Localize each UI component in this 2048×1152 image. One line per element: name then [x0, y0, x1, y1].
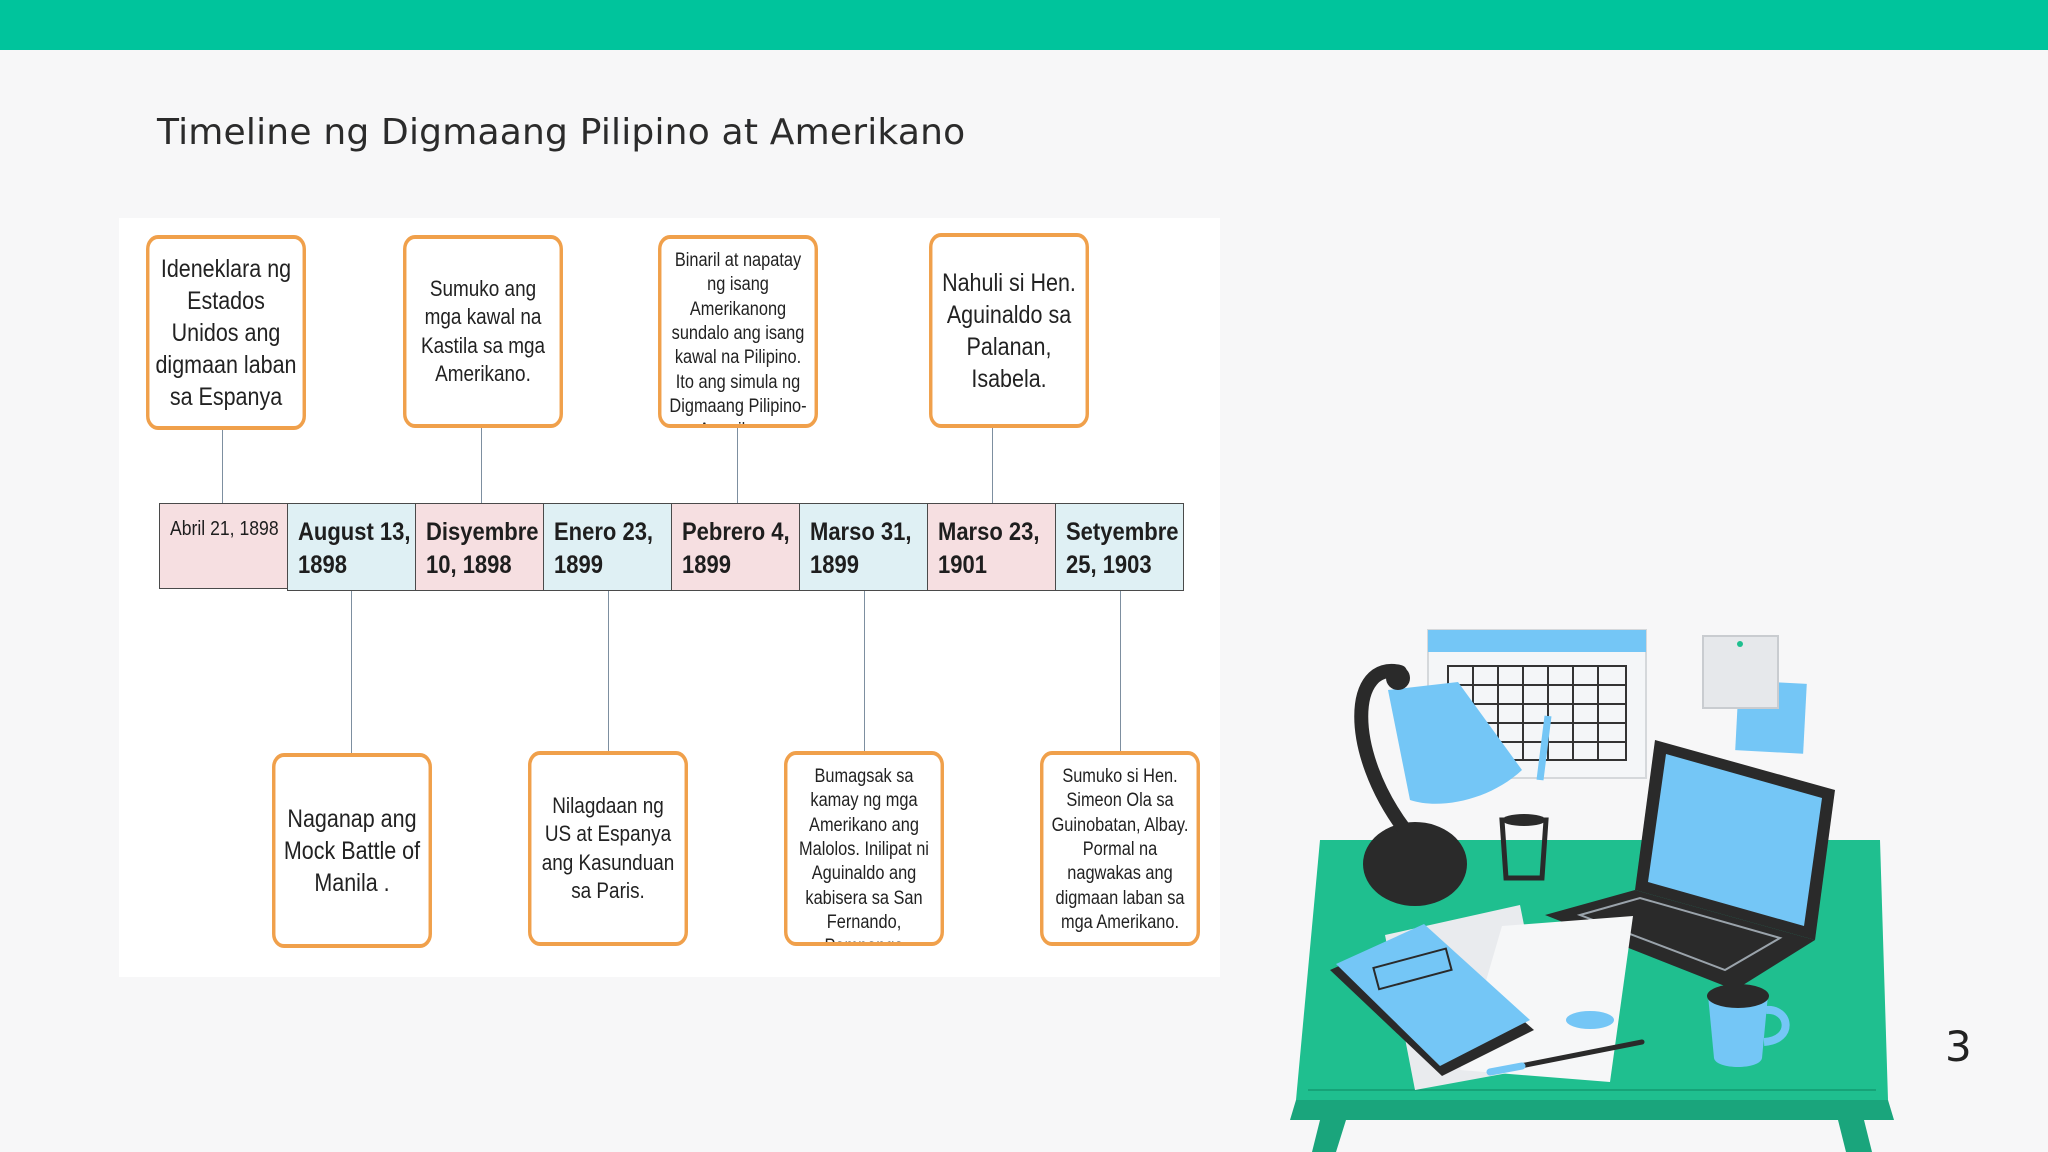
date-cell-6-line2: 1899: [810, 551, 859, 579]
event-text-2: Naganap ang Mock Battle of Manila .: [283, 804, 421, 897]
top-accent-bar: [0, 0, 2048, 50]
date-cell-4-line1: Enero 23,: [554, 518, 654, 546]
date-cell-2-line1: August 13,: [298, 518, 411, 546]
event-text-8: Sumuko si Hen. Simeon Ola sa Guinobatan,…: [1051, 766, 1189, 933]
date-cell-4-line2: 1899: [554, 551, 603, 579]
connector-3: [481, 428, 482, 503]
event-box-5: Binaril at napatay ng isang Amerikanong …: [658, 235, 818, 428]
connector-1: [222, 428, 223, 503]
date-cell-5: Pebrero 4, 1899: [671, 503, 800, 591]
date-cell-3-line2: 10, 1898: [426, 551, 512, 579]
event-box-7: Nahuli si Hen. Aguinaldo sa Palanan, Isa…: [929, 233, 1089, 428]
event-text-1: Ideneklara ng Estados Unidos ang digmaan…: [155, 254, 297, 411]
date-cell-6: Marso 31, 1899: [799, 503, 928, 591]
date-cell-8-line2: 25, 1903: [1066, 551, 1152, 579]
event-box-2: Naganap ang Mock Battle of Manila .: [272, 753, 432, 948]
event-text-7: Nahuli si Hen. Aguinaldo sa Palanan, Isa…: [942, 268, 1076, 393]
connector-5: [737, 428, 738, 503]
event-text-5: Binaril at napatay ng isang Amerikanong …: [669, 250, 807, 424]
date-cell-6-line1: Marso 31,: [810, 518, 912, 546]
timeline-diagram: Ideneklara ng Estados Unidos ang digmaan…: [119, 218, 1220, 977]
connector-6: [864, 591, 865, 753]
connector-7: [992, 428, 993, 503]
date-cell-2-line2: 1898: [298, 551, 347, 579]
date-cell-3: Disyembre 10, 1898: [415, 503, 544, 591]
event-box-1: Ideneklara ng Estados Unidos ang digmaan…: [146, 235, 306, 430]
date-cell-1: Abril 21, 1898: [159, 503, 288, 589]
desk-lamp-icon: [1354, 663, 1522, 906]
date-cell-7: Marso 23, 1901: [927, 503, 1056, 591]
connector-8: [1120, 591, 1121, 753]
date-cell-8: Setyembre 25, 1903: [1055, 503, 1184, 591]
event-text-3: Sumuko ang mga kawal na Kastila sa mga A…: [420, 276, 546, 386]
date-cell-8-line1: Setyembre: [1066, 518, 1179, 546]
date-cell-5-line2: 1899: [682, 551, 731, 579]
date-cell-3-line1: Disyembre: [426, 518, 539, 546]
coffee-mug-icon: [1707, 984, 1790, 1067]
event-text-4: Nilagdaan ng US at Espanya ang Kasunduan…: [541, 793, 675, 903]
event-box-3: Sumuko ang mga kawal na Kastila sa mga A…: [403, 235, 563, 428]
event-box-6: Bumagsak sa kamay ng mga Amerikano ang M…: [784, 751, 944, 946]
date-cell-5-line1: Pebrero 4,: [682, 518, 790, 546]
pencil-icon: [1486, 1039, 1645, 1076]
sticky-note-icon: [1702, 635, 1807, 754]
slide-title: Timeline ng Digmaang Pilipino at Amerika…: [157, 112, 966, 153]
date-cell-4: Enero 23, 1899: [543, 503, 672, 591]
date-cell-7-line1: Marso 23,: [938, 518, 1040, 546]
date-cell-7-line2: 1901: [938, 551, 987, 579]
event-box-8: Sumuko si Hen. Simeon Ola sa Guinobatan,…: [1040, 751, 1200, 946]
date-cell-2: August 13, 1898: [287, 503, 416, 591]
event-box-4: Nilagdaan ng US at Espanya ang Kasunduan…: [528, 751, 688, 946]
desk-illustration: [1290, 629, 1894, 1152]
connector-2: [351, 591, 352, 753]
date-cell-1-line1: Abril 21, 1898: [170, 518, 279, 540]
connector-4: [608, 591, 609, 753]
pencil-cup-icon: [1499, 715, 1552, 881]
event-text-6: Bumagsak sa kamay ng mga Amerikano ang M…: [799, 766, 929, 942]
notebook-icon: [1330, 924, 1534, 1076]
laptop-icon: [1545, 740, 1835, 990]
page-number: 3: [1945, 1022, 1972, 1071]
